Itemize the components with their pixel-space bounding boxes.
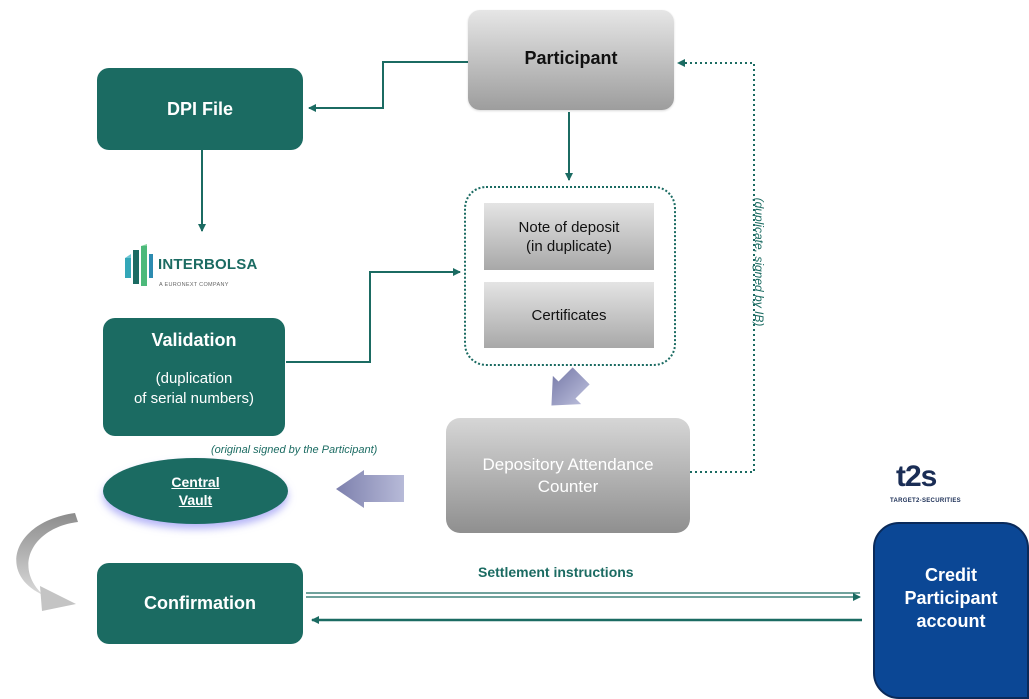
- curved-arrowhead: [40, 586, 76, 611]
- confirmation-label: Confirmation: [144, 593, 256, 613]
- central-vault-node: Central Vault: [103, 458, 288, 524]
- validation-sub-line2: of serial numbers): [133, 390, 255, 407]
- connector-depository-participant: [677, 59, 755, 473]
- credit-line3: account: [916, 611, 986, 631]
- depository-line1: Depository Attendance: [482, 454, 654, 474]
- participant-box: Participant: [468, 10, 674, 110]
- validation-title: Validation: [151, 330, 237, 350]
- note-of-deposit-card: Note of deposit (in duplicate): [484, 203, 654, 270]
- depository-attendance-counter-box: Depository Attendance Counter: [446, 418, 690, 533]
- validation-box: Validation (duplication of serial number…: [103, 318, 285, 436]
- credit-line2: Participant: [904, 588, 998, 608]
- t2s-logo: t2s TARGET2-SECURITIES: [890, 460, 1015, 512]
- curved-arrow: [16, 513, 78, 604]
- confirmation-box: Confirmation: [97, 563, 303, 644]
- interbolsa-tagline: A EURONEXT COMPANY: [159, 282, 229, 288]
- central-vault-line1: Central: [171, 474, 220, 490]
- interbolsa-logo: INTERBOLSA A EURONEXT COMPANY: [124, 240, 258, 296]
- settlement-instructions-label: Settlement instructions: [478, 564, 634, 580]
- interbolsa-mark-icon: [125, 244, 153, 286]
- duplicate-signed-text: (duplicate, signed by IB): [752, 197, 766, 327]
- block-arrow-to-depository: [551, 367, 590, 406]
- dpi-file-box: DPI File: [97, 68, 303, 150]
- t2s-wordmark: t2s: [896, 460, 937, 493]
- original-signed-label: (original signed by the Participant): [211, 444, 378, 456]
- note-of-deposit-line2: (in duplicate): [526, 237, 612, 255]
- participant-label: Participant: [524, 48, 618, 68]
- connector-validation-notes: [286, 268, 461, 363]
- documents-group: [464, 186, 676, 366]
- central-vault-line2: Vault: [178, 492, 213, 508]
- validation-sub-line1: (duplication: [155, 370, 233, 387]
- certificates-card: Certificates: [484, 282, 654, 348]
- validation-subtitle: (duplication of serial numbers): [134, 369, 254, 409]
- note-of-deposit-line1: Note of deposit: [518, 218, 620, 236]
- duplicate-signed-label: (duplicate, signed by IB): [752, 198, 769, 327]
- block-arrow-to-vault: [336, 470, 404, 508]
- t2s-tagline: TARGET2-SECURITIES: [890, 498, 961, 504]
- credit-participant-account-box: Credit Participant account: [873, 522, 1029, 699]
- depository-line2: Counter: [537, 476, 599, 496]
- dpi-file-label: DPI File: [166, 98, 233, 119]
- interbolsa-wordmark: INTERBOLSA: [158, 256, 258, 273]
- credit-line1: Credit: [924, 565, 977, 585]
- connector-participant-dpi: [308, 61, 468, 112]
- certificates-label: Certificates: [531, 306, 607, 324]
